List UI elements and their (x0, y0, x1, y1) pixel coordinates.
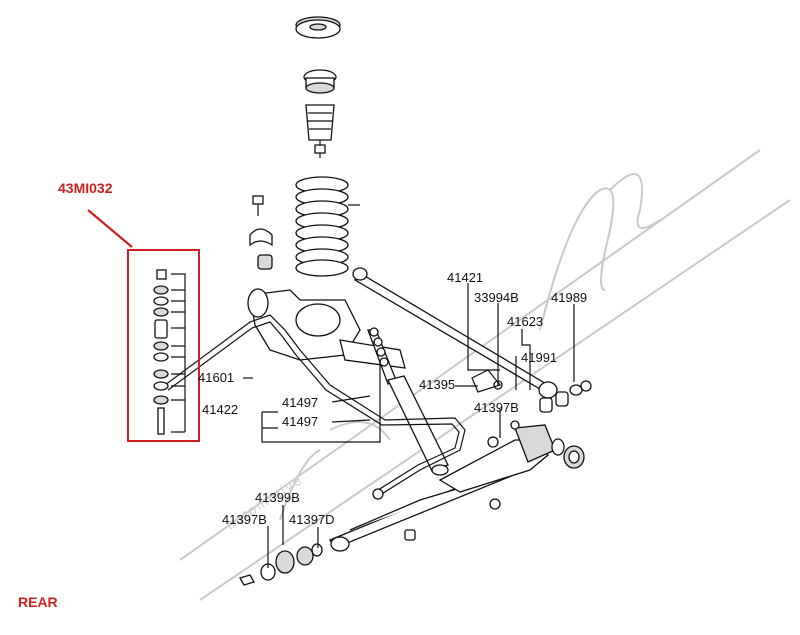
part-label-41399B: 41399B (255, 490, 300, 505)
lower-control-arm (329, 369, 585, 552)
part-label-41623: 41623 (507, 314, 543, 329)
stabilizer-link-kit (127, 249, 200, 442)
strut-mount (303, 69, 337, 94)
bump-stop (305, 104, 335, 158)
kit-pointer-arrow (87, 209, 133, 248)
kit-code-label: 43MI032 (58, 180, 113, 196)
lateral-rod (352, 267, 592, 413)
part-label-41601: 41601 (198, 370, 234, 385)
part-label-41397D: 41397D (289, 512, 335, 527)
bracket-bolts (249, 195, 273, 270)
part-label-41395: 41395 (419, 377, 455, 392)
arm-bushings (239, 420, 520, 586)
spring-seat-top (295, 16, 341, 39)
coil-spring (295, 176, 360, 277)
part-label-41422: 41422 (202, 402, 238, 417)
part-label-41397B-right: 41397B (474, 400, 519, 415)
part-label-33994B: 33994B (474, 290, 519, 305)
leader-lines (243, 283, 575, 568)
part-label-41497-a: 41497 (282, 395, 318, 410)
kit-highlight-frame (127, 249, 200, 442)
part-label-41421: 41421 (447, 270, 483, 285)
watermark-logo: automotive (179, 149, 791, 601)
part-label-41497-b: 41497 (282, 414, 318, 429)
stabilizer-bar (164, 314, 466, 500)
rear-position-label: REAR (18, 594, 58, 610)
part-label-41991: 41991 (521, 350, 557, 365)
part-label-41989: 41989 (551, 290, 587, 305)
part-label-41397B-left: 41397B (222, 512, 267, 527)
